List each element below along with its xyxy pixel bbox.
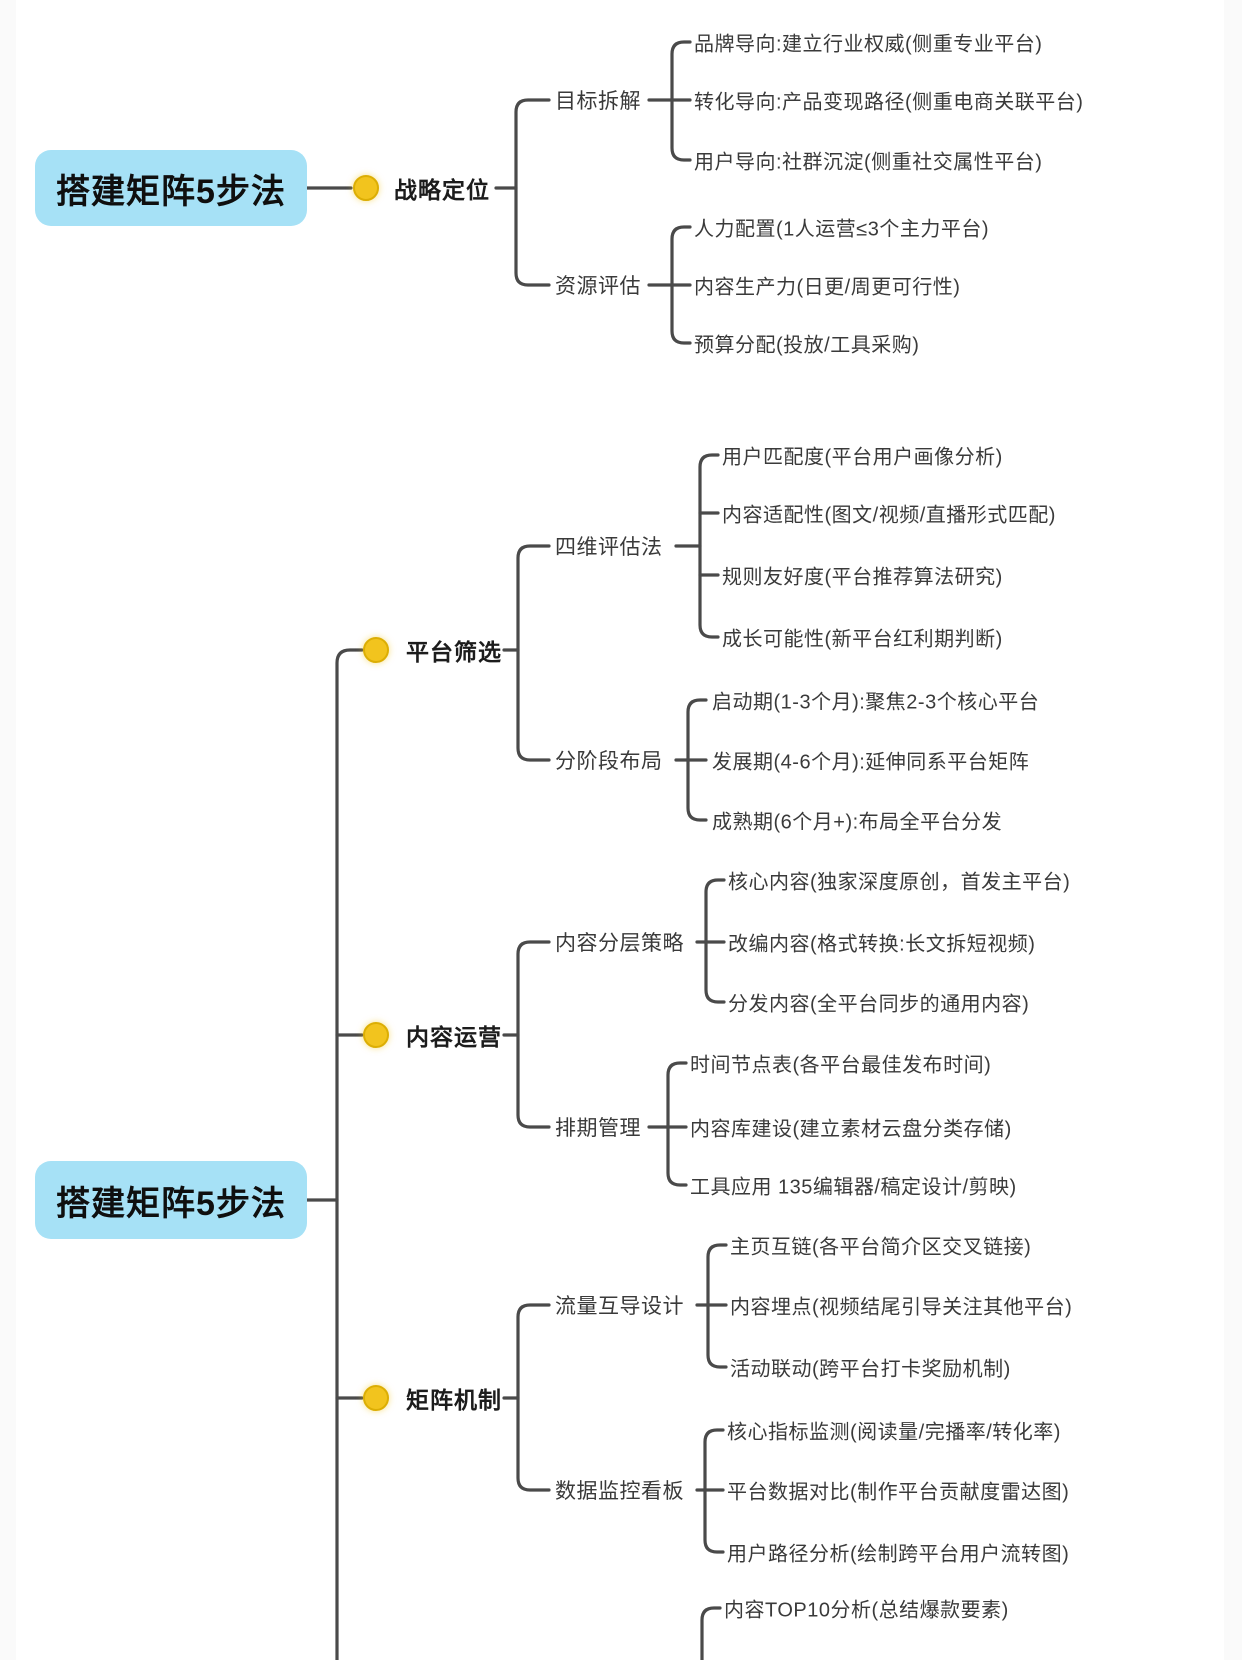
leaf-item: 内容生产力(日更/周更可行性) <box>694 276 961 299</box>
bracket-overflow <box>700 1606 722 1660</box>
leaf-item: 核心内容(独家深度原创，首发主平台) <box>728 871 1071 894</box>
right-edge-strip <box>1224 0 1242 1660</box>
subnode-phased-layout: 分阶段布局 <box>555 750 663 773</box>
left-edge-strip <box>0 0 16 1660</box>
bracket-contentop <box>516 940 551 1129</box>
leaf-item: 用户路径分析(绘制跨平台用户流转图) <box>727 1543 1070 1566</box>
leaf-item: 内容库建设(建立素材云盘分类存储) <box>690 1118 1012 1141</box>
leaf-item: 时间节点表(各平台最佳发布时间) <box>690 1054 992 1077</box>
leaf-item-overflow: 内容TOP10分析(总结爆款要素) <box>724 1599 1009 1622</box>
leaf-item: 活动联动(跨平台打卡奖励机制) <box>730 1358 1011 1381</box>
subnode-traffic-crosslink-design: 流量互导设计 <box>555 1295 684 1318</box>
subnode-schedule-management: 排期管理 <box>555 1117 641 1140</box>
spine-rail <box>335 648 364 1660</box>
subnode-goal-breakdown: 目标拆解 <box>555 90 641 113</box>
bracket-schedule <box>666 1061 688 1187</box>
root-topic-top: 搭建矩阵5步法 <box>35 150 307 226</box>
subnode-four-dimension-evaluation: 四维评估法 <box>555 536 663 559</box>
branch-label-platform-selection: 平台筛选 <box>406 639 502 665</box>
subnode-content-layering-strategy: 内容分层策略 <box>555 932 684 955</box>
leaf-item: 用户导向:社群沉淀(侧重社交属性平台) <box>694 151 1043 174</box>
leaf-item: 内容埋点(视频结尾引导关注其他平台) <box>730 1296 1073 1319</box>
leaf-item: 核心指标监测(阅读量/完播率/转化率) <box>727 1421 1061 1444</box>
leaf-item: 工具应用 135编辑器/稿定设计/剪映) <box>690 1176 1017 1199</box>
branch-bullet-icon <box>363 1022 389 1048</box>
leaf-item: 改编内容(格式转换:长文拆短视频) <box>728 933 1036 956</box>
leaf-item: 平台数据对比(制作平台贡献度雷达图) <box>727 1481 1070 1504</box>
leaf-item: 品牌导向:建立行业权威(侧重专业平台) <box>694 33 1043 56</box>
bracket-matrix <box>516 1303 551 1492</box>
leaf-item: 启动期(1-3个月):聚焦2-3个核心平台 <box>712 691 1040 714</box>
branch-bullet-icon <box>353 175 379 201</box>
leaf-item: 规则友好度(平台推荐算法研究) <box>722 566 1003 589</box>
leaf-item: 用户匹配度(平台用户画像分析) <box>722 446 1003 469</box>
leaf-item: 人力配置(1人运营≤3个主力平台) <box>694 218 990 241</box>
leaf-item: 主页互链(各平台简介区交叉链接) <box>730 1236 1032 1259</box>
branch-label-strategy-positioning: 战略定位 <box>394 177 490 203</box>
branch-bullet-icon <box>363 1385 389 1411</box>
branch-label-content-operation: 内容运营 <box>406 1024 502 1050</box>
subnode-resource-evaluation: 资源评估 <box>555 275 641 298</box>
branch-label-matrix-mechanism: 矩阵机制 <box>406 1387 502 1413</box>
root-topic-bottom: 搭建矩阵5步法 <box>35 1161 307 1239</box>
leaf-item: 内容适配性(图文/视频/直播形式匹配) <box>722 504 1056 527</box>
leaf-item: 预算分配(投放/工具采购) <box>694 334 920 357</box>
leaf-item: 发展期(4-6个月):延伸同系平台矩阵 <box>712 751 1030 774</box>
bracket-fourdim <box>698 453 720 639</box>
bracket-strategy <box>514 98 551 287</box>
leaf-item: 分发内容(全平台同步的通用内容) <box>728 993 1030 1016</box>
branch-bullet-icon <box>363 637 389 663</box>
subnode-data-monitoring-dashboard: 数据监控看板 <box>555 1480 684 1503</box>
leaf-item: 转化导向:产品变现路径(侧重电商关联平台) <box>694 91 1084 114</box>
bracket-platform <box>516 544 551 762</box>
leaf-item: 成熟期(6个月+):布局全平台分发 <box>712 811 1003 834</box>
leaf-item: 成长可能性(新平台红利期判断) <box>722 628 1003 651</box>
